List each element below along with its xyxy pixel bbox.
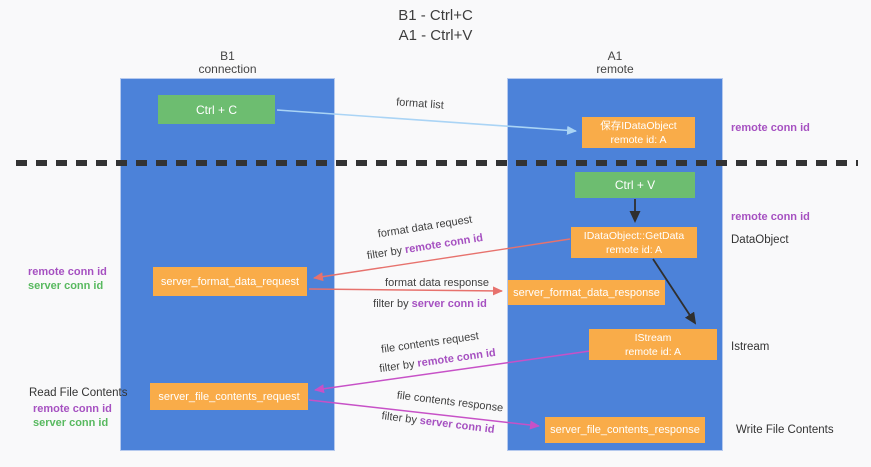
save-idataobject-line1: 保存IDataObject <box>600 119 677 132</box>
save-idataobject-box: 保存IDataObject remote id: A <box>582 117 695 148</box>
getdata-line2: remote id: A <box>605 243 663 256</box>
filter-key-remote-conn-id: remote conn id <box>416 346 497 370</box>
title-line-2: A1 - Ctrl+V <box>398 27 473 44</box>
annotation-read-file-contents: Read File Contents <box>29 387 128 399</box>
lane-a1-name: A1 <box>607 49 623 63</box>
label-format-list: format list <box>395 96 445 112</box>
ctrl-v-box: Ctrl + V <box>575 172 695 198</box>
lane-header-a1: A1 remote <box>507 50 723 76</box>
annotation-left-remote-conn-id-1: remote conn id <box>28 266 107 278</box>
filter-by-prefix: filter by <box>373 298 409 310</box>
server-format-data-response-box: server_format_data_response <box>508 280 665 305</box>
server-file-contents-request-box: server_file_contents_request <box>150 383 308 410</box>
filter-by-prefix: filter by <box>366 244 404 263</box>
title-line-1: B1 - Ctrl+C <box>398 7 473 24</box>
annotation-left-server-conn-id-2: server conn id <box>33 417 109 429</box>
save-idataobject-line2: remote id: A <box>610 133 667 146</box>
istream-box: IStream remote id: A <box>589 329 717 360</box>
filter-key-server-conn-id: server conn id <box>419 414 496 436</box>
annotation-dataobject: DataObject <box>731 234 789 246</box>
annotation-remote-conn-id-2: remote conn id <box>731 211 810 223</box>
filter-key-remote-conn-id: remote conn id <box>404 231 484 257</box>
server-format-data-request-label: server_format_data_request <box>160 275 300 288</box>
arrow-format-data-response <box>308 286 503 296</box>
server-format-data-request-box: server_format_data_request <box>153 267 307 296</box>
lane-header-b1: B1 connection <box>120 50 335 76</box>
server-format-data-response-label: server_format_data_response <box>513 286 660 299</box>
idataobject-getdata-box: IDataObject::GetData remote id: A <box>571 227 697 258</box>
annotation-remote-conn-id-1: remote conn id <box>731 122 810 134</box>
getdata-line1: IDataObject::GetData <box>583 229 685 242</box>
filter-by-prefix: filter by <box>378 358 416 376</box>
annotation-left-server-conn-id-1: server conn id <box>28 280 104 292</box>
server-file-contents-response-label: server_file_contents_response <box>550 424 700 436</box>
annotation-left-remote-conn-id-2: remote conn id <box>33 403 112 415</box>
ctrl-c-label: Ctrl + C <box>195 102 237 117</box>
label-format-data-response: format data response <box>385 277 489 289</box>
annotation-istream: Istream <box>731 341 770 353</box>
filter-by-prefix: filter by <box>380 410 418 427</box>
istream-line2: remote id: A <box>624 345 682 358</box>
diagram-title: B1 - Ctrl+C A1 - Ctrl+V <box>0 6 871 46</box>
server-file-contents-request-label: server_file_contents_request <box>158 390 300 403</box>
istream-line1: IStream <box>634 331 672 344</box>
lane-a1-role: remote <box>596 62 634 76</box>
ctrl-c-box: Ctrl + C <box>158 95 275 124</box>
annotation-write-file-contents: Write File Contents <box>736 424 834 436</box>
ctrl-v-label: Ctrl + V <box>614 178 656 192</box>
lane-b1-name: B1 <box>220 49 235 63</box>
filter-key-server-conn-id: server conn id <box>411 298 487 310</box>
lane-b1-role: connection <box>198 62 257 76</box>
server-file-contents-response-box: server_file_contents_response <box>545 417 705 443</box>
